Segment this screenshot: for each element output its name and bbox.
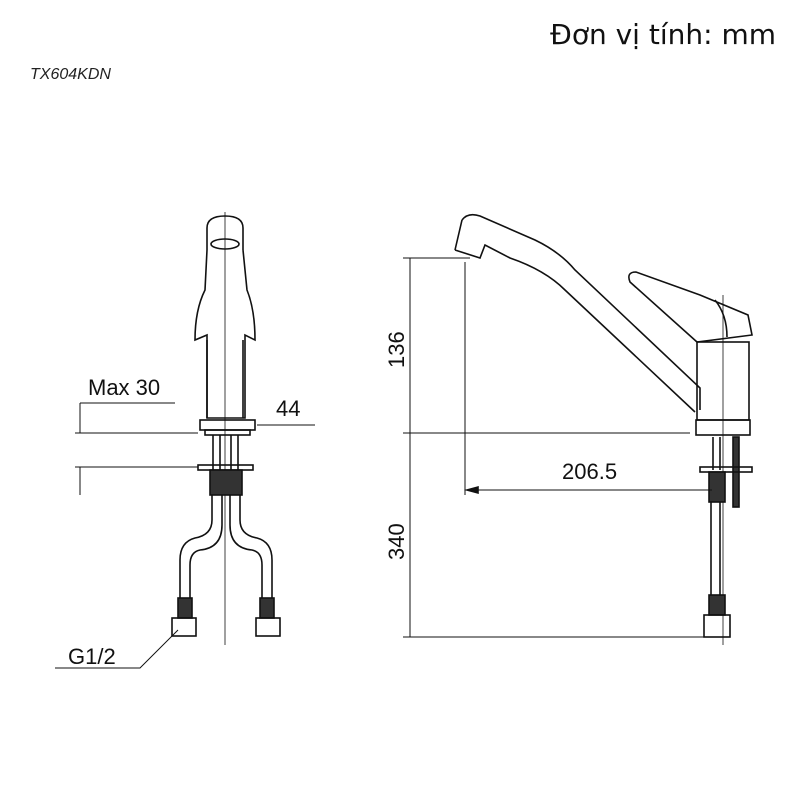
model-code: TX604KDN [30, 66, 111, 83]
max-thickness-label: Max 30 [88, 375, 160, 400]
front-view [55, 212, 315, 669]
spout-reach-label: 206.5 [562, 459, 617, 484]
hose-length-label: 340 [384, 523, 409, 560]
spout-height-label: 136 [384, 331, 409, 368]
base-diameter-label: 44 [276, 396, 300, 421]
unit-label: Đơn vị tính: mm [550, 18, 776, 51]
thread-label: G1/2 [68, 644, 116, 669]
side-view [403, 213, 753, 645]
